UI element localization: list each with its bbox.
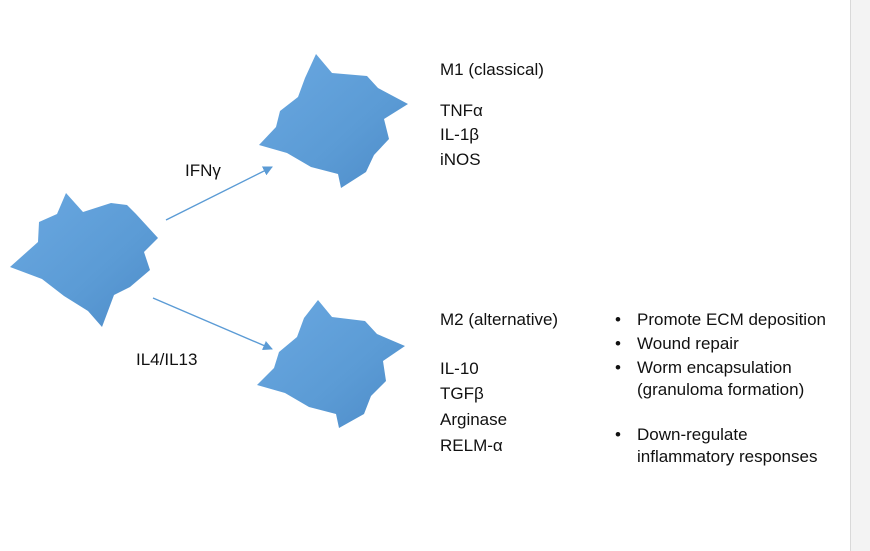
m1-title: M1 (classical) <box>440 60 544 79</box>
m2-function-text: Worm encapsulation (granuloma formation) <box>637 358 805 399</box>
m2-function-item: • Down-regulate inflammatory responses <box>611 424 846 468</box>
arrow-to-m1 <box>165 166 273 221</box>
m1-marker-2: IL-1β <box>440 125 480 144</box>
m2-function-item: • Worm encapsulation (granuloma formatio… <box>611 357 846 401</box>
bullet-icon: • <box>615 425 621 444</box>
arrow-to-m2 <box>152 297 273 351</box>
bullet-icon: • <box>615 310 621 329</box>
m2-function-text: Down-regulate inflammatory responses <box>637 425 818 466</box>
macrophage-m2-cell <box>257 300 405 428</box>
bullet-icon: • <box>615 334 621 353</box>
il4-il13-label: IL4/IL13 <box>136 350 198 369</box>
macrophage-source-cell <box>10 193 158 327</box>
m2-function-item: • Wound repair <box>611 333 846 355</box>
m1-marker-1: TNFα <box>440 101 483 120</box>
m2-functions-list: • Promote ECM deposition • Wound repair … <box>611 309 846 468</box>
m2-marker-4: RELM-α <box>440 436 503 455</box>
bullet-icon: • <box>615 358 621 377</box>
right-scroll-track[interactable] <box>850 0 870 551</box>
m2-function-text: Promote ECM deposition <box>637 310 826 329</box>
slide-surface: IFNγ IL4/IL13 M1 (classical) TNFα IL-1β … <box>10 54 846 468</box>
m2-marker-1: IL-10 <box>440 359 479 378</box>
m2-function-item: • Promote ECM deposition <box>611 309 846 331</box>
m2-marker-3: Arginase <box>440 410 508 429</box>
m2-function-text: Wound repair <box>637 334 739 353</box>
m2-marker-2: TGFβ <box>440 384 484 403</box>
diagram-canvas <box>10 54 408 428</box>
m2-title: M2 (alternative) <box>440 310 559 329</box>
m1-marker-3: iNOS <box>440 150 481 169</box>
macrophage-m1-cell <box>259 54 408 188</box>
ifng-label: IFNγ <box>185 161 221 180</box>
